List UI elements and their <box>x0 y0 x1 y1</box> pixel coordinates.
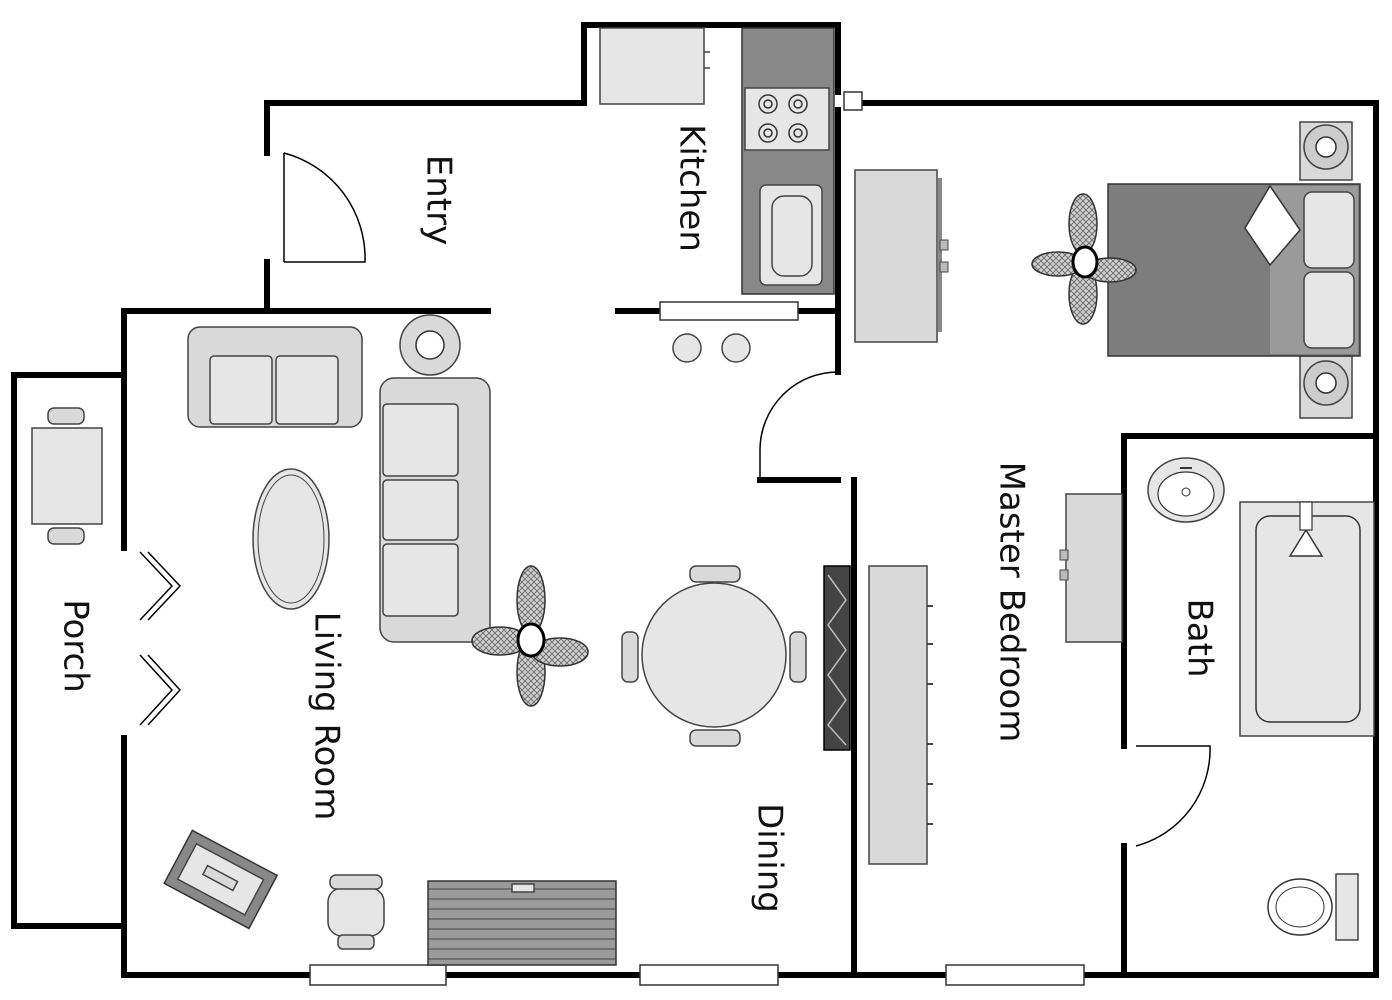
side-table-lamp <box>399 314 461 376</box>
label-entry: Entry <box>419 155 459 245</box>
dining-chair <box>621 631 639 683</box>
bedroom-top-wall <box>853 100 1379 978</box>
windows <box>309 91 1085 986</box>
porch-chair <box>47 407 85 425</box>
porch-wall <box>11 372 127 929</box>
kitchen-alcove-wall <box>581 22 841 106</box>
stove-burners <box>758 94 808 143</box>
dining-chair <box>689 565 741 583</box>
dining-door <box>759 371 839 481</box>
dining-chair <box>789 631 807 683</box>
bar-stool <box>721 333 751 363</box>
bar-stool <box>672 333 702 363</box>
bathtub <box>1239 501 1375 737</box>
kitchen-window <box>659 301 799 321</box>
living-furniture <box>163 314 617 966</box>
closet-rod <box>868 565 933 865</box>
label-living-room: Living Room <box>307 612 347 821</box>
doors <box>139 152 1211 847</box>
bedroom-cabinet <box>1059 493 1123 643</box>
porch-table <box>31 427 103 525</box>
kitchen-fixtures <box>599 27 835 363</box>
bed <box>1107 183 1361 357</box>
bedroom-window <box>945 964 1085 986</box>
label-porch: Porch <box>56 599 96 693</box>
entry-door <box>283 152 366 263</box>
label-kitchen: Kitchen <box>672 124 712 252</box>
label-master-bedroom: Master Bedroom <box>992 462 1032 743</box>
room-labels: Entry Kitchen Porch Living Room Dining M… <box>56 124 1220 913</box>
porch-chair <box>47 527 85 545</box>
label-dining: Dining <box>750 803 790 913</box>
loveseat <box>187 326 363 428</box>
bedroom-ceiling-fan <box>1031 193 1137 325</box>
coffee-table <box>252 468 330 610</box>
bath-door <box>1135 745 1211 847</box>
sofa <box>379 377 491 643</box>
toilet <box>1267 873 1359 941</box>
dining-window <box>639 964 779 986</box>
porch-door-right <box>139 654 182 726</box>
bedroom-furniture <box>854 121 1361 865</box>
living-ceiling-fan <box>471 565 589 707</box>
porch-door-left <box>139 551 182 621</box>
radiator <box>427 880 617 966</box>
bath-fixtures <box>1147 457 1375 941</box>
nightstand <box>1299 355 1353 419</box>
porch-furniture <box>31 407 103 545</box>
dining-table <box>641 582 787 728</box>
bath-sink <box>1147 457 1225 523</box>
tv-stand <box>163 829 279 930</box>
living-window <box>309 964 447 986</box>
armchair <box>327 874 385 950</box>
refrigerator <box>599 27 705 105</box>
dining-furniture <box>621 565 851 751</box>
dresser <box>854 169 949 343</box>
stove <box>744 87 830 151</box>
dining-chair <box>689 729 741 747</box>
nightstand <box>1299 121 1353 181</box>
fireplace <box>823 565 851 751</box>
hall-window <box>843 91 863 111</box>
label-bath: Bath <box>1180 598 1220 677</box>
